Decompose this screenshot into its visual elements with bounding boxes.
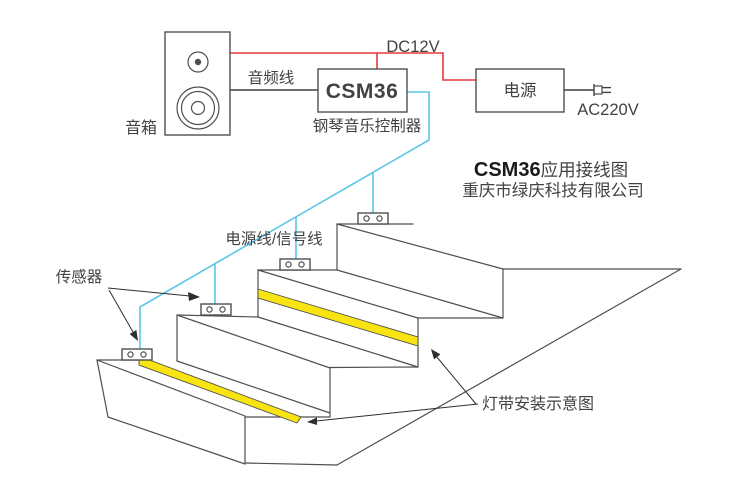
diagram-title: CSM36应用接线图 — [474, 159, 628, 181]
strip-label: 灯带安装示意图 — [482, 394, 594, 413]
sensor-box — [200, 303, 232, 316]
power-supply-label: 电源 — [504, 81, 537, 100]
sensor-box — [121, 348, 153, 361]
speaker-woofer-icon — [176, 86, 220, 130]
dc-power-wire — [230, 52, 476, 81]
sensor-label: 传感器 — [56, 268, 103, 286]
controller-name: CSM36 — [326, 80, 399, 103]
sensor-arrow — [108, 289, 138, 341]
signal-wire-label: 电源线/信号线 — [225, 230, 322, 248]
strip-arrow — [307, 403, 479, 425]
power-supply-box — [475, 68, 565, 113]
sensor-box — [357, 212, 389, 225]
audio-cable-label: 音频线 — [248, 69, 295, 87]
controller-label: 钢琴音乐控制器 — [313, 117, 422, 135]
speaker-tweeter-icon — [187, 51, 209, 73]
led-strip — [257, 288, 419, 347]
speaker-box — [164, 31, 231, 136]
controller-box — [317, 68, 408, 113]
strip-arrow — [431, 349, 477, 405]
ac-plug-icon — [593, 84, 611, 96]
led-strip — [138, 355, 302, 424]
signal-wire — [139, 91, 430, 349]
company-name: 重庆市绿庆科技有限公司 — [462, 181, 644, 200]
dc-voltage-label: DC12V — [386, 38, 439, 56]
staircase-outline — [96, 223, 682, 466]
ac-voltage-label: AC220V — [577, 101, 638, 119]
speaker-label: 音箱 — [125, 119, 157, 137]
sensor-box — [279, 258, 311, 271]
sensor-arrow — [107, 287, 200, 301]
